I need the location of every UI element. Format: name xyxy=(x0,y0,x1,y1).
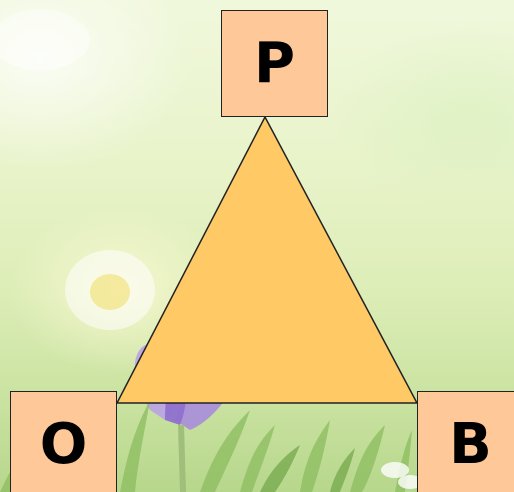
central-triangle xyxy=(117,117,417,403)
node-top-label: P xyxy=(254,36,295,92)
node-top: P xyxy=(221,10,328,117)
node-bottom-left-label: O xyxy=(40,417,88,473)
node-bottom-right: B xyxy=(417,391,514,492)
node-bottom-left: O xyxy=(10,391,117,492)
node-bottom-right-label: B xyxy=(449,417,492,473)
